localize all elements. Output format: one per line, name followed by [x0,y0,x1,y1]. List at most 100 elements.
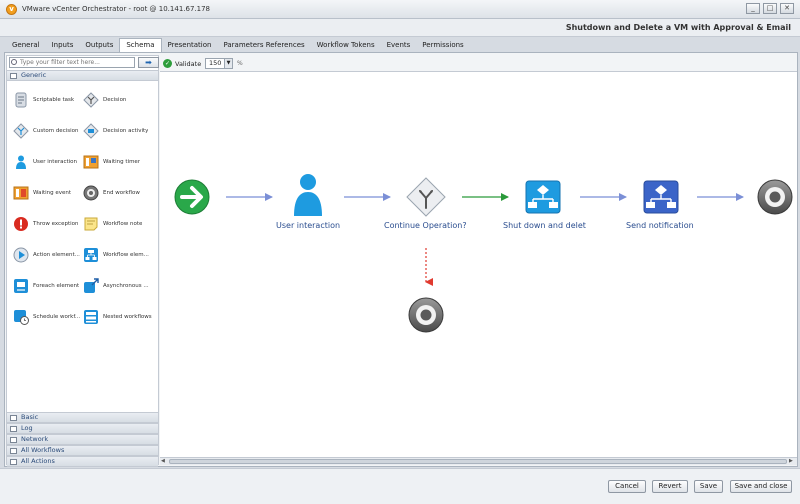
user-interaction-node[interactable] [294,174,322,216]
waiting-event-icon [13,186,29,200]
minimize-button[interactable]: _ [746,3,760,14]
workflow-element-icon [84,248,98,262]
palette-item-label: Schedule workf... [33,314,81,320]
workflow-title: Shutdown and Delete a VM with Approval &… [565,23,791,32]
palette-item-foreach-element[interactable]: Foreach element [7,276,83,296]
validate-label: Validate [175,59,202,68]
vco-app-icon: v [6,3,17,15]
palette-item-label: Workflow note [103,221,143,227]
node-label-notification: Send notification [626,221,694,230]
filter-go-button[interactable]: ➡ [138,57,159,68]
nested-workflows-icon [84,310,98,324]
category-basic[interactable]: Basic [7,412,158,423]
palette-item-custom-decision[interactable]: Custom decision [7,121,83,141]
palette-item-waiting-timer[interactable]: Waiting timer [77,152,153,172]
palette-item-workflow-element[interactable]: Workflow elem... [77,245,153,265]
category-log[interactable]: Log [7,423,158,434]
throw-exception-icon [14,217,28,231]
tab-schema[interactable]: Schema [119,38,162,52]
schema-diagram [174,174,793,333]
filter-input[interactable] [9,57,135,68]
tab-presentation[interactable]: Presentation [167,41,212,49]
folder-icon [10,73,17,79]
palette-item-label: Foreach element [33,283,80,289]
tab-inputs[interactable]: Inputs [51,41,74,49]
folder-icon [10,415,17,421]
end-node-alt[interactable] [408,297,444,333]
window-controls: _ □ ✕ [746,3,794,14]
cancel-button[interactable]: Cancel [608,480,646,493]
palette-item-action-element[interactable]: Action element... [7,245,83,265]
palette-item-workflow-note[interactable]: Workflow note [77,214,153,234]
waiting-timer-icon [83,155,99,169]
palette-item-throw-exception[interactable]: Throw exception [7,214,83,234]
category-generic[interactable]: Generic [7,70,158,81]
tab-events[interactable]: Events [386,41,411,49]
scroll-left-arrow-icon[interactable]: ◀ [161,458,165,464]
palette-item-decision-activity[interactable]: Decision activity [77,121,153,141]
schedule-workflow-icon [14,310,29,325]
folder-icon [10,448,17,454]
category-label: Network [21,435,49,443]
zoom-unit: % [237,60,243,67]
node-label-decision: Continue Operation? [384,221,467,230]
schema-canvas-area: ✓ Validate 150 ▼ % [160,55,797,465]
zoom-select[interactable]: 150 ▼ [205,58,233,69]
tab-parameters-references[interactable]: Parameters References [223,41,305,49]
horizontal-scrollbar[interactable]: ◀ ▶ [160,457,797,465]
end-workflow-icon [83,185,99,201]
category-label: All Actions [21,457,55,465]
tab-workflow-tokens[interactable]: Workflow Tokens [316,41,375,49]
tab-general[interactable]: General [12,41,40,49]
palette-item-nested-workflows[interactable]: Nested workflows [77,307,153,327]
palette-item-decision[interactable]: Decision [77,90,153,110]
end-node[interactable] [757,179,793,215]
category-all-actions[interactable]: All Actions [7,456,158,467]
decision-icon [83,92,99,108]
palette-item-schedule-workflow[interactable]: Schedule workf... [7,307,83,327]
close-button[interactable]: ✕ [780,3,794,14]
window-titlebar: v VMware vCenter Orchestrator - root @ 1… [0,0,800,19]
palette-item-label: Action element... [33,252,80,258]
save-button[interactable]: Save [694,480,723,493]
send-notification-node[interactable] [643,180,679,214]
user-interaction-icon [16,155,26,169]
tab-permissions[interactable]: Permissions [422,41,464,49]
decision-node[interactable] [406,177,446,217]
node-label-shutdown: Shut down and delet [503,221,586,230]
tab-outputs[interactable]: Outputs [85,41,114,49]
editor-footer: Cancel Revert Save Save and close [0,468,800,504]
zoom-value: 150 [209,59,222,67]
category-label: Generic [21,71,47,79]
palette-item-label: User interaction [33,159,78,165]
category-network[interactable]: Network [7,434,158,445]
shutdown-workflow-node[interactable] [525,180,561,214]
category-all-workflows[interactable]: All Workflows [7,445,158,456]
maximize-button[interactable]: □ [763,3,777,14]
scroll-right-arrow-icon[interactable]: ▶ [789,458,793,464]
asynchronous-icon [84,278,99,293]
scroll-thumb[interactable] [169,459,787,464]
palette-item-waiting-event[interactable]: Waiting event [7,183,83,203]
palette-item-user-interaction[interactable]: User interaction [7,152,83,172]
palette-item-label: Throw exception [33,221,79,227]
palette-item-label: Nested workflows [103,314,152,320]
category-label: Log [21,424,33,432]
revert-button[interactable]: Revert [652,480,688,493]
window-title: VMware vCenter Orchestrator - root @ 10.… [22,5,210,13]
save-and-close-button[interactable]: Save and close [730,480,792,493]
palette-item-end-workflow[interactable]: End workflow [77,183,153,203]
canvas-toolbar: ✓ Validate 150 ▼ % [160,55,797,72]
custom-decision-icon [13,123,29,139]
validate-button[interactable]: ✓ Validate [163,58,201,69]
palette-item-scriptable-task[interactable]: Scriptable task [7,90,83,110]
category-label: Basic [21,413,39,421]
foreach-element-icon [14,279,28,293]
start-node[interactable] [174,179,210,215]
action-element-icon [13,247,29,263]
palette-item-asynchronous[interactable]: Asynchronous ... [77,276,153,296]
folder-icon [10,459,17,465]
folder-icon [10,426,17,432]
palette-item-label: Decision [103,97,127,103]
schema-canvas[interactable]: User interaction Continue Operation? Shu… [160,72,797,457]
